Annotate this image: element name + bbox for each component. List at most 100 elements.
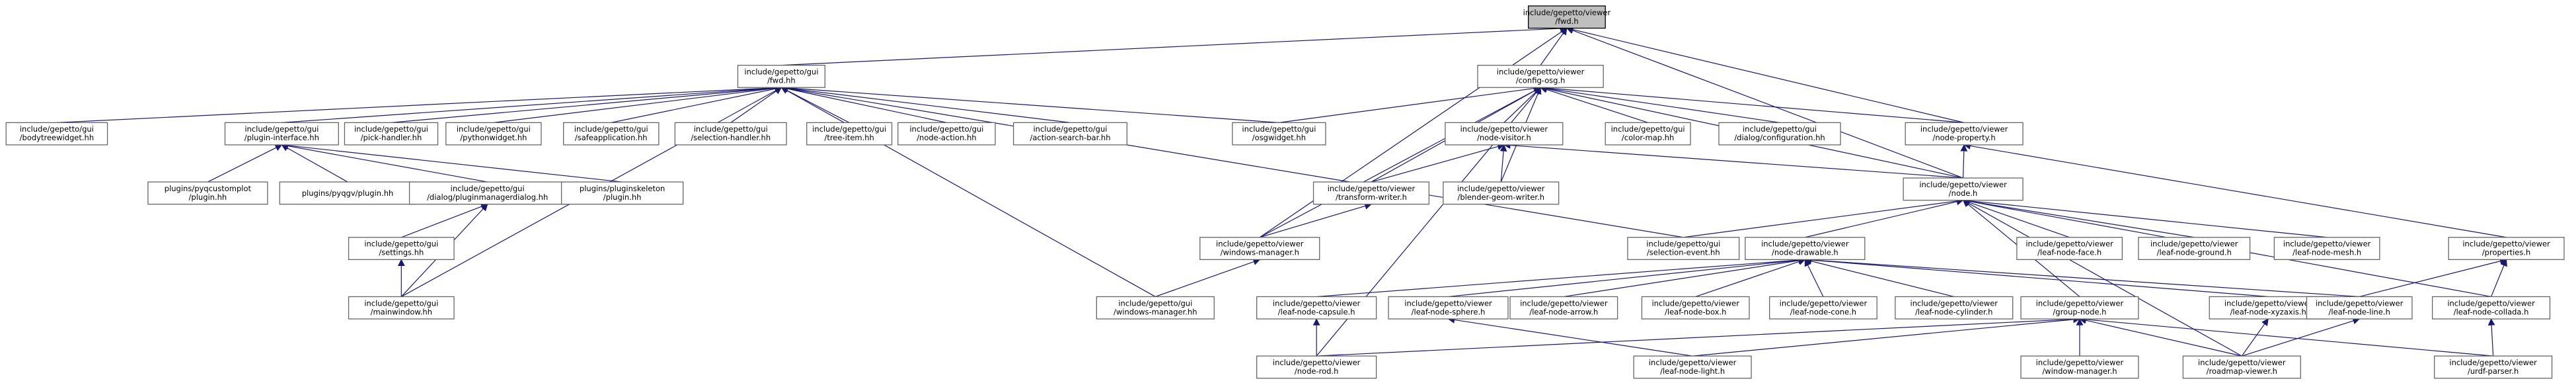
node-label-line: include/gepetto/viewer: [2198, 358, 2286, 367]
graph-node[interactable]: include/gepetto/viewer/group-node.h: [2020, 296, 2139, 320]
node-box: [2273, 237, 2380, 261]
graph-node[interactable]: include/gepetto/viewer/roadmap-viewer.h: [2182, 355, 2301, 379]
include-edge-n0-n16: [1566, 26, 1965, 123]
node-box: [1769, 296, 1877, 320]
include-edge-n1-n5: [391, 84, 782, 123]
graph-node[interactable]: include/gepetto/viewer/node-property.h: [1905, 122, 2024, 146]
graph-node[interactable]: include/gepetto/gui/action-search-bar.hh: [1012, 122, 1128, 146]
node-box: [1641, 296, 1750, 320]
include-edge-n1-n26: [780, 85, 1684, 238]
graph-node[interactable]: include/gepetto/viewer/urdf-parser.h: [2434, 355, 2553, 379]
include-edge-n1-n4: [282, 84, 782, 123]
graph-node[interactable]: include/gepetto/viewer/node.h: [1903, 177, 2024, 201]
node-label-line: /plugin.hh: [603, 193, 642, 202]
node-box: [1903, 177, 2024, 201]
node-label-line: include/gepetto/gui: [1646, 239, 1720, 249]
include-edge-n43-n48: [2487, 318, 2495, 357]
graph-node[interactable]: plugins/pluginskeleton/plugin.hh: [560, 181, 684, 205]
node-label-line: include/gepetto/gui: [1242, 124, 1316, 134]
graph-node[interactable]: include/gepetto/viewer/window-manager.h: [2020, 355, 2139, 379]
node-label-line: include/gepetto/viewer: [1457, 184, 1545, 193]
node-label-line: include/gepetto/viewer: [1216, 239, 1304, 249]
include-edge-n21-n25: [1260, 202, 1372, 238]
graph-node[interactable]: include/gepetto/gui/selection-event.hh: [1627, 237, 1740, 261]
node-box: [1745, 237, 1866, 261]
node-label-line: include/gepetto/gui: [354, 124, 428, 134]
include-edge-n27-n36: [1564, 257, 1806, 298]
node-label-line: include/gepetto/viewer: [1460, 124, 1548, 134]
graph-node[interactable]: include/gepetto/gui/safeapplication.hh: [563, 122, 660, 146]
node-label-line: /leaf-node-mesh.h: [2292, 248, 2361, 257]
graph-node[interactable]: include/gepetto/viewer/node-visitor.h: [1445, 122, 1564, 146]
node-label-line: /transform-writer.h: [1336, 193, 1407, 202]
node-box: [2448, 237, 2565, 261]
graph-node[interactable]: include/gepetto/viewer/node-rod.h: [1256, 355, 1377, 379]
node-label-line: /color-map.hh: [1622, 133, 1674, 142]
graph-node[interactable]: include/gepetto/gui/windows-manager.hh: [1096, 296, 1215, 320]
node-label-line: include/gepetto/viewer: [1649, 358, 1737, 367]
graph-node[interactable]: include/gepetto/viewer/leaf-node-capsule…: [1256, 296, 1377, 320]
node-box: [1509, 296, 1618, 320]
graph-node[interactable]: include/gepetto/viewer/leaf-node-collada…: [2431, 296, 2551, 320]
graph-node[interactable]: include/gepetto/viewer/leaf-node-light.h: [1633, 355, 1752, 379]
node-label-line: include/gepetto/gui: [744, 67, 818, 76]
node-box: [445, 122, 542, 146]
node-label-line: /urdf-parser.h: [2468, 367, 2519, 376]
graph-node[interactable]: include/gepetto/viewer/blender-geom-writ…: [1443, 181, 1560, 205]
node-label-line: /dialog/pluginmanagerdialog.hh: [427, 193, 548, 202]
node-box: [563, 122, 660, 146]
node-label-line: /leaf-node-collada.h: [2454, 307, 2529, 316]
node-box: [224, 122, 339, 146]
graph-node[interactable]: include/gepetto/viewer/transform-writer.…: [1312, 181, 1430, 205]
include-edge-n27-n38: [1804, 259, 1824, 297]
node-label-line: include/gepetto/viewer: [1497, 67, 1585, 76]
node-label-line: /node-rod.h: [1295, 367, 1338, 376]
node-label-line: include/gepetto/viewer: [1404, 298, 1492, 308]
graph-node[interactable]: include/gepetto/gui/tree-item.hh: [806, 122, 893, 146]
graph-node[interactable]: include/gepetto/gui/osgwidget.hh: [1232, 122, 1326, 146]
graph-node[interactable]: include/gepetto/viewer/leaf-node-sphere.…: [1388, 296, 1509, 320]
include-edge-n13-n21: [1371, 143, 1505, 183]
graph-node[interactable]: include/gepetto/gui/node-action.hh: [897, 122, 996, 146]
graph-node[interactable]: include/gepetto/gui/plugin-interface.hh: [224, 122, 339, 146]
graph-node[interactable]: include/gepetto/gui/settings.hh: [348, 237, 455, 261]
graph-node[interactable]: include/gepetto/gui/pythonwidget.hh: [445, 122, 542, 146]
node-box: [344, 122, 439, 146]
graph-node[interactable]: include/gepetto/gui/dialog/pluginmanager…: [408, 181, 566, 205]
graph-node[interactable]: include/gepetto/viewer/node-drawable.h: [1745, 237, 1866, 261]
graph-node[interactable]: include/gepetto/viewer/leaf-node-line.h: [2306, 296, 2413, 320]
node-label-line: /properties.h: [2482, 248, 2531, 257]
graph-node[interactable]: include/gepetto/viewer/leaf-node-mesh.h: [2273, 237, 2380, 261]
graph-node[interactable]: include/gepetto/gui/bodytreewidget.hh: [5, 122, 108, 146]
node-label-line: include/gepetto/viewer: [1273, 358, 1361, 367]
graph-node[interactable]: include/gepetto/viewer/leaf-node-cylinde…: [1895, 296, 2014, 320]
graph-node[interactable]: plugins/pyqgv/plugin.hh: [279, 181, 416, 205]
graph-node[interactable]: include/gepetto/gui/dialog/configuration…: [1718, 122, 1841, 146]
graph-node[interactable]: include/gepetto/viewer/fwd.h: [1523, 5, 1611, 29]
graph-node[interactable]: include/gepetto/viewer/properties.h: [2448, 237, 2565, 261]
node-box: [147, 181, 268, 205]
node-label-line: /window-manager.h: [2042, 367, 2117, 376]
graph-node[interactable]: include/gepetto/gui/selection-handler.hh: [674, 122, 787, 146]
graph-node[interactable]: include/gepetto/viewer/windows-manager.h: [1199, 237, 1320, 261]
graph-node[interactable]: include/gepetto/gui/mainwindow.hh: [348, 296, 455, 320]
include-edge-n23-n28: [1962, 198, 2070, 238]
graph-node[interactable]: include/gepetto/gui/color-map.hh: [1605, 122, 1691, 146]
graph-node[interactable]: include/gepetto/viewer/leaf-node-ground.…: [2138, 237, 2251, 261]
graph-node[interactable]: include/gepetto/viewer/leaf-node-cone.h: [1769, 296, 1877, 320]
include-edge-n0-n2: [1540, 27, 1568, 66]
graph-node[interactable]: include/gepetto/viewer/leaf-node-face.h: [2016, 237, 2123, 261]
node-box: [408, 181, 566, 205]
graph-node[interactable]: include/gepetto/viewer/leaf-node-arrow.h: [1509, 296, 1618, 320]
graph-node[interactable]: include/gepetto/gui/fwd.hh: [737, 65, 825, 88]
node-box: [1443, 181, 1560, 205]
graph-node[interactable]: include/gepetto/viewer/config-osg.h: [1477, 65, 1604, 88]
node-box: [674, 122, 787, 146]
graph-node[interactable]: include/gepetto/gui/pick-handler.hh: [344, 122, 439, 146]
graph-node[interactable]: plugins/pyqcustomplot/plugin.hh: [147, 181, 268, 205]
node-box: [806, 122, 893, 146]
node-label-line: include/gepetto/viewer: [1651, 298, 1739, 308]
node-label-line: /action-search-bar.hh: [1030, 133, 1110, 142]
node-label-line: include/gepetto/gui: [1118, 298, 1192, 308]
graph-node[interactable]: include/gepetto/viewer/leaf-node-box.h: [1641, 296, 1750, 320]
